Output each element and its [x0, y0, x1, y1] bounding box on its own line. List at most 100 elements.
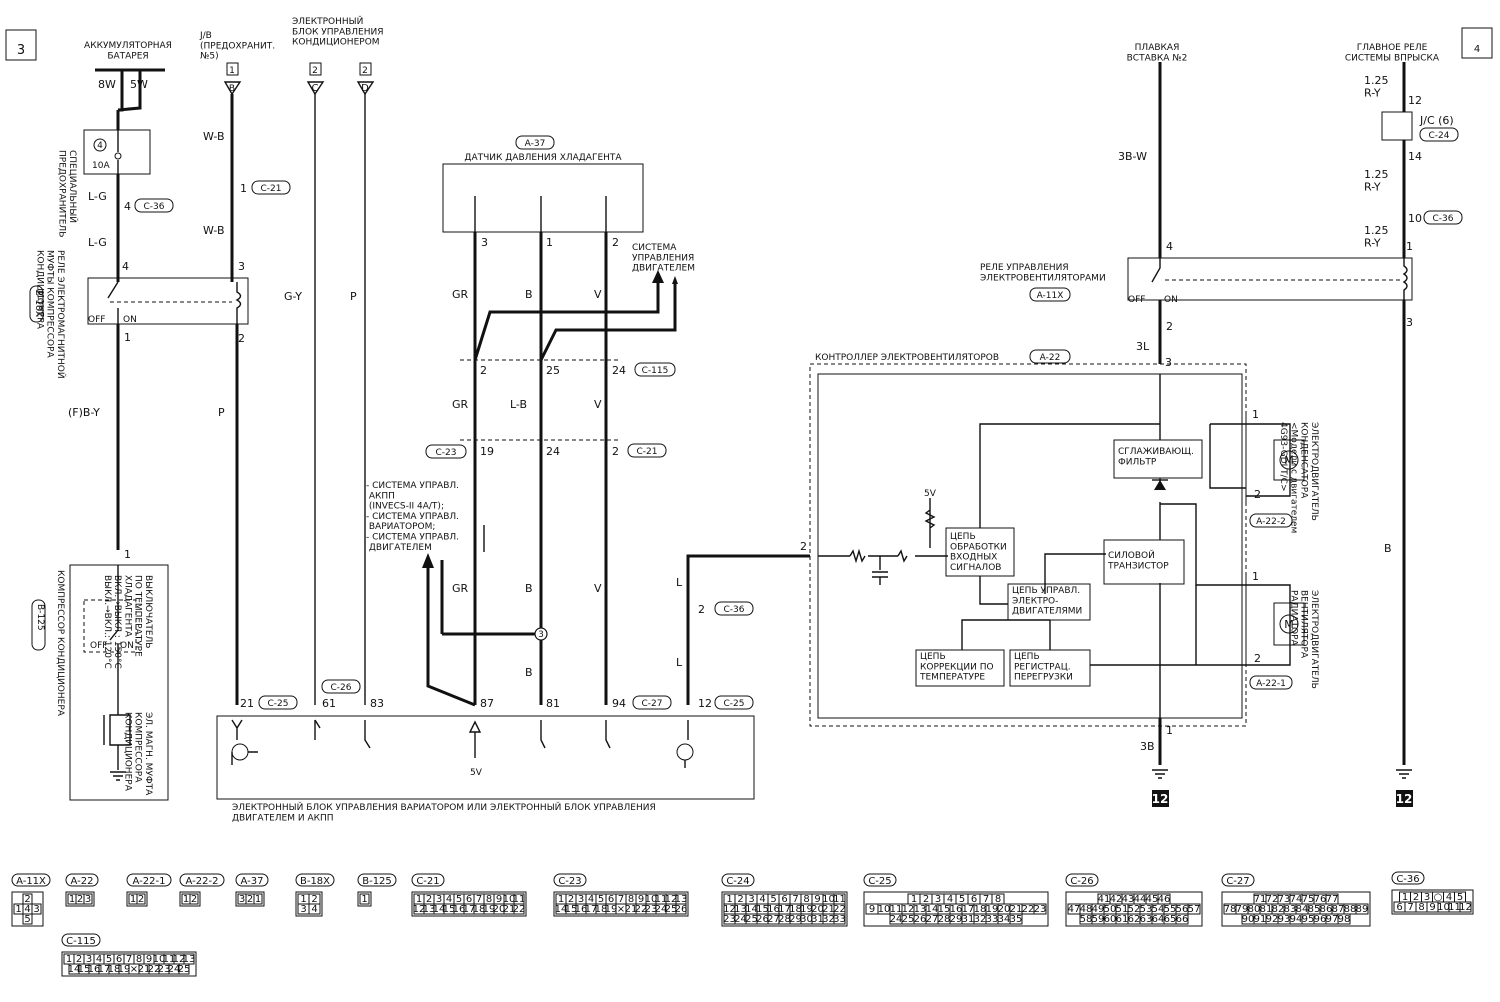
svg-text:14: 14	[926, 904, 939, 915]
svg-text:18: 18	[108, 964, 121, 975]
svg-text:16: 16	[453, 904, 466, 915]
svg-text:C-36: C-36	[724, 605, 745, 615]
motor-control-label: ЦЕПЬ УПРАВЛ.ЭЛЕКТРО-ДВИГАТЕЛЯМИ	[1012, 586, 1082, 617]
temp-correction-block	[915, 649, 1005, 687]
svg-text:16: 16	[950, 904, 963, 915]
svg-text:95: 95	[1302, 914, 1315, 925]
svg-text:20: 20	[811, 904, 824, 915]
svg-text:74: 74	[1290, 894, 1303, 905]
compressor-label: КОМПРЕССОР КОНДИЦИОНЕРА	[55, 570, 65, 717]
svg-text:9: 9	[146, 954, 152, 965]
pin-label: 1	[124, 548, 131, 561]
svg-text:26: 26	[675, 904, 688, 915]
svg-text:A-22: A-22	[71, 876, 94, 887]
wire-label: P	[218, 406, 225, 419]
svg-text:88: 88	[1344, 904, 1357, 915]
connector-tag: A-11X	[1029, 287, 1071, 302]
svg-text:12: 12	[1459, 902, 1472, 913]
svg-text:9: 9	[869, 904, 875, 915]
pin-label: 14	[1408, 150, 1422, 163]
svg-text:83: 83	[1284, 904, 1297, 915]
pin-label: 2	[800, 540, 807, 553]
temp-switch-box	[83, 599, 137, 653]
svg-text:25: 25	[902, 914, 915, 925]
relay-coil	[235, 282, 242, 324]
pin-label: 1	[1406, 240, 1413, 253]
svg-text:43: 43	[1122, 894, 1135, 905]
svg-text:2: 2	[737, 894, 743, 905]
svg-text:1: 1	[66, 954, 72, 965]
tri-cd	[306, 81, 375, 96]
svg-text:19: 19	[118, 964, 131, 975]
svg-text:5: 5	[770, 894, 776, 905]
svg-text:62: 62	[1128, 914, 1141, 925]
svg-text:1: 1	[15, 904, 21, 915]
svg-text:48: 48	[1080, 904, 1093, 915]
svg-text:7: 7	[1407, 902, 1413, 913]
svg-text:12: 12	[723, 904, 736, 915]
svg-text:25: 25	[178, 964, 191, 975]
special-fuse-label: СПЕЦИАЛЬНЫЙПРЕДОХРАНИТЕЛЬ	[57, 150, 79, 237]
svg-text:24: 24	[168, 964, 181, 975]
pin-label: 87	[480, 697, 494, 710]
svg-text:17: 17	[585, 904, 598, 915]
svg-text:16: 16	[575, 904, 588, 915]
ground-num: 12	[1152, 792, 1169, 806]
svg-text:23: 23	[1034, 904, 1047, 915]
relay-on: ON	[123, 315, 137, 325]
svg-text:6: 6	[116, 954, 122, 965]
wire-label: L	[676, 576, 683, 589]
wire-label: V	[594, 398, 602, 411]
svg-text:5: 5	[959, 894, 965, 905]
svg-text:58: 58	[1080, 914, 1093, 925]
connector-tag: C-25	[714, 695, 754, 710]
svg-text:23: 23	[158, 964, 171, 975]
svg-text:89: 89	[1356, 904, 1369, 915]
svg-text:2: 2	[77, 894, 83, 905]
svg-text:56: 56	[1176, 904, 1189, 915]
connector-tag: A-22	[1029, 349, 1071, 364]
pin-label: 83	[370, 697, 384, 710]
pressure-sensor-box	[442, 163, 644, 233]
svg-text:5: 5	[1457, 892, 1463, 903]
svg-text:C-115: C-115	[642, 366, 669, 376]
svg-text:60: 60	[1104, 914, 1117, 925]
svg-text:C-26: C-26	[331, 683, 352, 693]
svg-text:15: 15	[756, 904, 769, 915]
wire-label: (F)B-Y	[68, 406, 100, 419]
svg-text:79: 79	[1236, 904, 1249, 915]
svg-text:C-24: C-24	[726, 876, 749, 887]
pin-label: 19	[480, 445, 494, 458]
motor-control-block	[1007, 583, 1091, 621]
svg-text:49: 49	[1092, 904, 1105, 915]
svg-text:33: 33	[833, 914, 846, 925]
svg-text:45: 45	[1146, 894, 1159, 905]
svg-text:15: 15	[443, 904, 456, 915]
wire-label: B	[525, 288, 533, 301]
svg-text:4: 4	[24, 904, 30, 915]
pin-label: 24	[546, 445, 560, 458]
svg-text:C-36: C-36	[144, 202, 165, 212]
svg-text:15: 15	[78, 964, 91, 975]
svg-text:18: 18	[473, 904, 486, 915]
svg-text:5: 5	[24, 914, 30, 925]
svg-text:11: 11	[1448, 902, 1461, 913]
svg-text:8: 8	[995, 894, 1001, 905]
svg-text:24: 24	[655, 904, 668, 915]
svg-text:8: 8	[486, 894, 492, 905]
svg-text:98: 98	[1338, 914, 1351, 925]
fan-controller-inner	[817, 373, 1243, 719]
svg-text:6: 6	[781, 894, 787, 905]
svg-text:18: 18	[595, 904, 608, 915]
svg-text:11: 11	[163, 954, 176, 965]
